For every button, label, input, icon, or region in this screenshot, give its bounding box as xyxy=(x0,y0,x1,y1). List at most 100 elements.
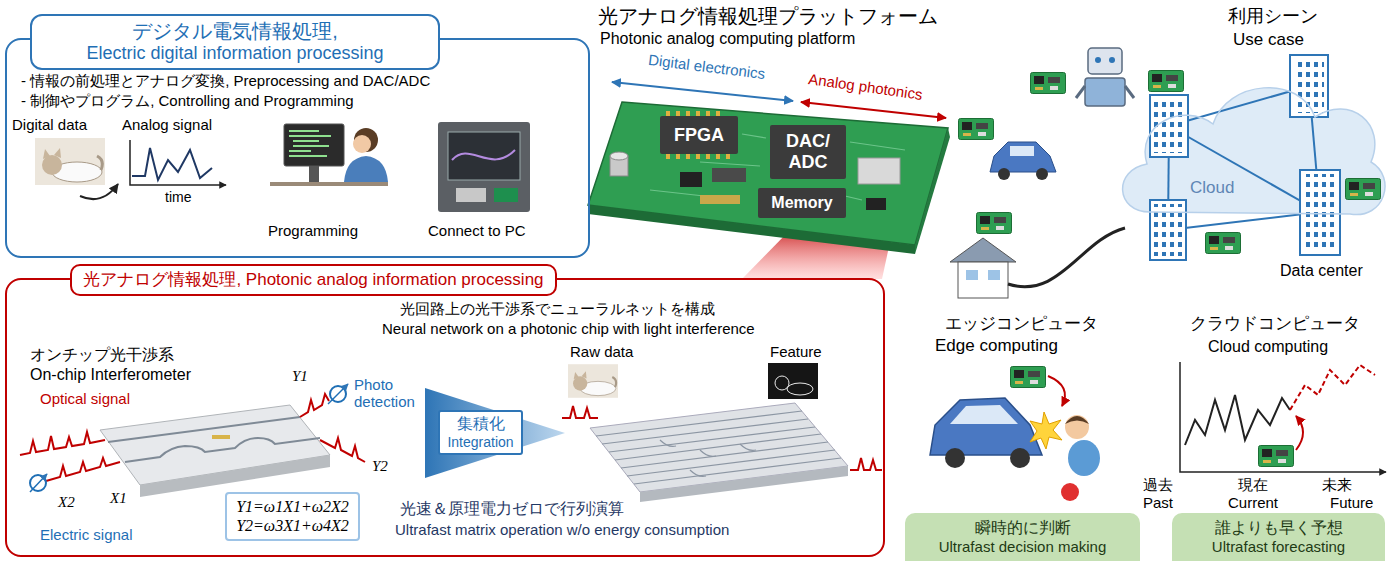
label-text: Ultrafast matrix operation w/o energy co… xyxy=(395,521,729,538)
programmer-figure xyxy=(353,135,371,153)
text-slot: On-chip Interferometer xyxy=(30,366,191,384)
robot-figure xyxy=(1109,57,1115,63)
device-photo xyxy=(438,122,530,212)
data-center-building xyxy=(1290,55,1328,117)
edge-scene xyxy=(930,398,1042,455)
house-figure xyxy=(988,270,1000,280)
text-slot: Raw data xyxy=(570,343,633,360)
car-figure xyxy=(1010,146,1034,156)
circuit-board xyxy=(706,154,710,159)
conversion-arrow xyxy=(80,184,118,199)
circuit-board xyxy=(858,158,900,184)
text-slot: Cloud computing xyxy=(1208,338,1328,356)
photonic-chip xyxy=(660,440,676,446)
text-slot: 光回路上の光干渉系でニューラルネットを構成 xyxy=(400,300,715,317)
modulator-symbol xyxy=(30,475,46,491)
interferometer-chip xyxy=(125,438,320,462)
node-text: FPGA xyxy=(674,125,724,146)
node-text: Ultrafast forecasting xyxy=(1212,538,1345,555)
robot-figure xyxy=(1076,86,1085,98)
circuit-board xyxy=(700,162,760,166)
network-cable xyxy=(1008,228,1125,287)
circuit-board xyxy=(588,102,950,254)
programmer-figure xyxy=(270,124,388,186)
formula-box: Y1=ω1X1+ω2X2Y2=ω3X1+ω4X2 xyxy=(225,492,360,541)
interferometer-chip xyxy=(212,435,230,439)
text-slot: Data center xyxy=(1280,262,1363,280)
data-center-building xyxy=(1300,170,1340,255)
edge-scene xyxy=(1068,440,1100,476)
interferometer-chip xyxy=(108,417,320,462)
circuit-board xyxy=(666,154,670,159)
forecast-chart xyxy=(1290,365,1375,410)
interferometer-chip xyxy=(100,405,330,497)
circuit-board xyxy=(610,152,628,160)
raw-data-image xyxy=(562,406,598,418)
robot-figure xyxy=(1085,78,1125,106)
node-text: Electric digital information processing xyxy=(86,43,383,64)
label-text: 利用シーン xyxy=(1228,6,1318,27)
analog-signal-plot xyxy=(130,140,226,185)
text-slot: Connect to PC xyxy=(428,222,526,239)
optical-pulse xyxy=(20,432,105,455)
label-text: Past xyxy=(1143,494,1173,511)
converter-chip: DAC/ ADC xyxy=(770,125,846,179)
node-text: 光回路上の光干渉系でニューラルネットを構成 xyxy=(400,300,715,317)
house-figure xyxy=(966,270,978,280)
node-text: - 制御やプログラム, Controlling and Programming xyxy=(21,92,354,109)
programmer-figure xyxy=(289,150,311,152)
cloud-fill xyxy=(1123,88,1385,215)
text-slot: Cloud xyxy=(1190,178,1234,198)
text-slot: Neural network on a photonic chip with l… xyxy=(382,320,755,337)
text-slot: 過去 xyxy=(1143,476,1173,493)
circuit-board xyxy=(716,154,720,159)
label-text: オンチップ光干渉系 xyxy=(30,346,174,364)
label-text: Data center xyxy=(1280,262,1363,280)
label-text: Y2 xyxy=(372,458,388,475)
photonic-chip xyxy=(596,411,841,484)
text-slot: Digital electronics xyxy=(647,51,766,82)
photonic-chip xyxy=(640,466,848,502)
label-text: Future xyxy=(1330,494,1373,511)
edge-scene xyxy=(1065,416,1089,424)
photonic-chip xyxy=(590,403,882,502)
interferometer-chip xyxy=(108,417,300,442)
label-text: Current xyxy=(1228,494,1278,511)
board-icon xyxy=(1149,71,1184,92)
edge-scene xyxy=(1065,415,1089,439)
device-photo xyxy=(456,188,486,202)
cat-photo xyxy=(35,138,105,185)
text-slot: エッジコンピュータ xyxy=(945,314,1098,334)
node-text: 誰よりも早く予想 xyxy=(1215,519,1343,537)
label-text: 光速＆原理電力ゼロで行列演算 xyxy=(400,500,624,518)
programmer-figure xyxy=(293,145,329,147)
programmer-figure xyxy=(289,135,331,137)
text-slot: Use case xyxy=(1233,30,1304,50)
text-slot: Photonic analog computing platform xyxy=(600,30,855,48)
circuit-board xyxy=(850,142,905,150)
forecast-chart xyxy=(1180,362,1386,472)
network-cable xyxy=(1008,228,1125,287)
edge-scene xyxy=(950,405,1018,424)
house-figure xyxy=(958,262,1008,298)
photonic-chip xyxy=(740,444,756,450)
text-slot: Edge computing xyxy=(935,336,1058,356)
modulator-symbol xyxy=(30,474,47,492)
step-box: 集積化Integration xyxy=(438,410,523,455)
board-icon xyxy=(1011,367,1046,388)
raw-data-image xyxy=(562,364,618,418)
programmer-figure xyxy=(289,155,327,157)
direction-arrow xyxy=(801,102,946,118)
optical-pulse xyxy=(320,438,365,462)
node-text: 瞬時的に判断 xyxy=(975,519,1071,537)
network-line xyxy=(1168,212,1320,230)
label-text: Photonic analog computing platform xyxy=(600,30,855,48)
robot-figure xyxy=(1125,86,1134,98)
edge-scene xyxy=(1061,483,1079,501)
interferometer-chip xyxy=(100,405,330,485)
circuit-board xyxy=(915,128,950,254)
result-box: 瞬時的に判断Ultrafast decision making xyxy=(905,513,1140,561)
detector-symbol xyxy=(328,384,348,404)
programmer-figure xyxy=(293,140,319,142)
label-text: 未来 xyxy=(1322,476,1352,493)
